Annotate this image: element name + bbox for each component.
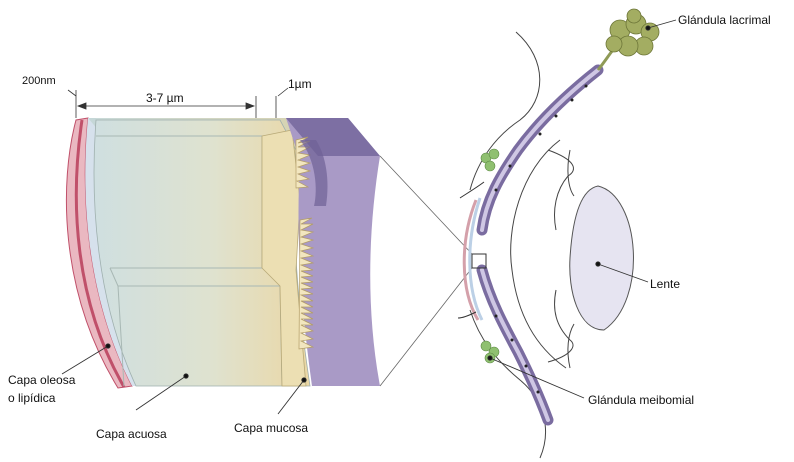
lipid-layer-label-line1: Capa oleosa: [8, 372, 75, 388]
globe-contour-2: [548, 150, 573, 230]
meibomian-gland-label: Glándula meibomial: [588, 392, 694, 408]
lipid-layer-label-line2: o lipídica: [8, 390, 55, 406]
globe-contour-1: [511, 140, 566, 368]
lash-lower: [458, 312, 476, 318]
lacrimal-gland-label: Glándula lacrimal: [678, 12, 771, 28]
mucin-layer-label: Capa mucosa: [234, 420, 308, 436]
zoom-line-bottom: [380, 268, 472, 386]
iris-upper: [568, 150, 574, 196]
aqueous-thickness-label: 3-7 µm: [146, 91, 184, 105]
zoom-line-top: [380, 156, 472, 254]
mucin-thickness-label: 1µm: [288, 77, 312, 91]
tear-film-block: [66, 118, 380, 388]
lens-label: Lente: [650, 276, 680, 292]
lipid-thickness-label: 200nm: [22, 75, 56, 87]
lens-shape: [570, 186, 634, 330]
globe-contour-3: [548, 290, 573, 362]
meibomian-gland-upper: [481, 149, 499, 171]
eye-illustration: [458, 9, 659, 458]
aqueous-layer-label: Capa acuosa: [96, 426, 167, 442]
lacrimal-gland: [598, 9, 659, 70]
